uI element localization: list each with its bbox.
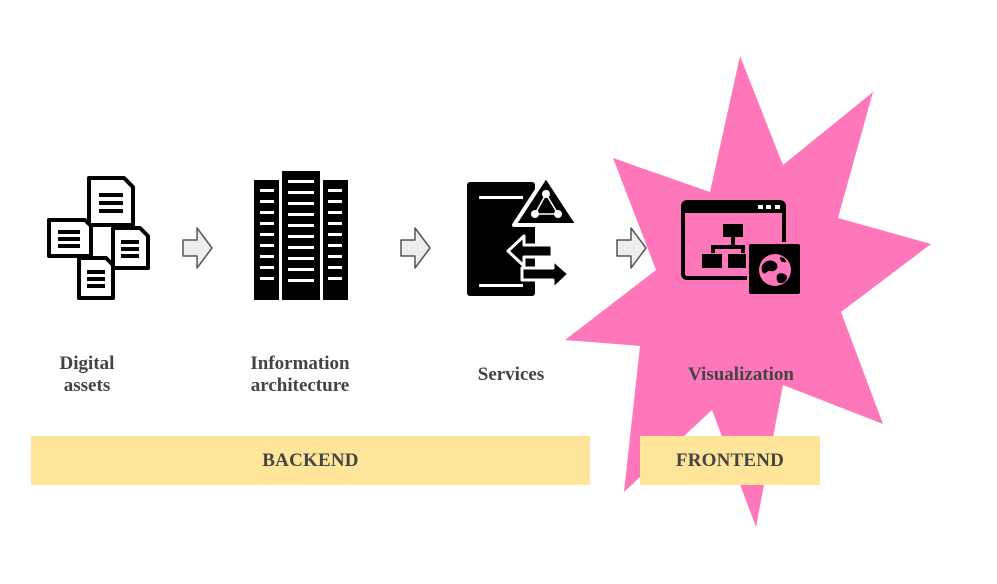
- web-dashboard-icon: [681, 200, 802, 296]
- stage-label-services: Services: [477, 364, 545, 385]
- building-icon: [254, 171, 348, 300]
- server-exchange-icon: [467, 174, 580, 296]
- flow-arrow-3: [616, 227, 647, 269]
- stage-label-digital-assets: Digital assets: [59, 353, 115, 396]
- flow-arrow-2: [400, 227, 431, 269]
- flow-arrow-1: [182, 227, 213, 269]
- backend-band: BACKEND: [31, 436, 590, 485]
- stage-label-information-architecture: Information architecture: [250, 353, 350, 396]
- stage-label-visualization: Visualization: [688, 364, 794, 385]
- documents-icon: [47, 176, 150, 300]
- frontend-band: FRONTEND: [640, 436, 820, 485]
